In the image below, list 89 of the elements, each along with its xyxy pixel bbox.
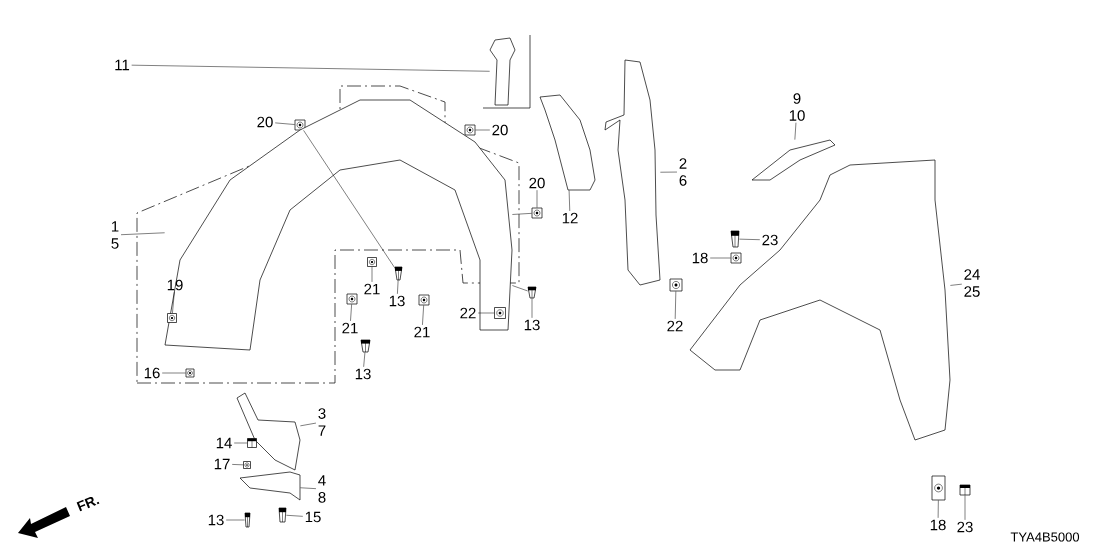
nut-icon	[931, 475, 946, 501]
leader-line	[303, 130, 395, 268]
leader-line	[233, 442, 248, 444]
leader-line	[739, 238, 761, 240]
leader-line	[536, 189, 538, 208]
leader-line	[131, 64, 490, 72]
callout-number: 14	[216, 437, 232, 449]
callout-number: 20	[529, 177, 545, 189]
leader-line	[225, 519, 245, 521]
clip-icon	[464, 124, 476, 136]
leader-line	[422, 305, 424, 326]
seal-drawing	[604, 59, 661, 286]
callout-number: 2 6	[679, 158, 687, 186]
leader-line	[397, 280, 399, 295]
leader-line	[231, 464, 244, 466]
leader-line	[660, 171, 678, 173]
clip-icon	[531, 207, 543, 219]
bolt-icon	[278, 507, 287, 523]
callout-number: 15	[305, 511, 321, 523]
screw-icon	[360, 339, 371, 353]
leader-line	[172, 291, 175, 314]
clip-icon	[243, 461, 251, 469]
bracket-drawing	[489, 37, 516, 106]
leader-line	[512, 213, 532, 215]
leader-line	[964, 495, 966, 521]
callout-number: 17	[214, 458, 230, 470]
callout-number: 22	[460, 307, 476, 319]
nut-icon	[730, 252, 742, 264]
bolt-icon	[730, 230, 740, 248]
callout-number: 23	[957, 521, 973, 533]
clip-icon	[669, 278, 683, 292]
screw-icon	[244, 512, 251, 528]
leader-line	[531, 298, 533, 319]
leader-line	[568, 190, 570, 212]
leader-line	[794, 122, 797, 140]
callout-number: 20	[492, 124, 508, 136]
callout-number: 4 8	[318, 475, 326, 503]
leader-line	[350, 304, 352, 322]
callout-number: 23	[762, 234, 778, 246]
callout-number: 24 25	[964, 269, 980, 297]
clip-icon	[294, 119, 306, 131]
screw-icon	[527, 286, 537, 299]
callout-number: 9 10	[789, 93, 805, 121]
callout-number: 22	[667, 320, 683, 332]
leader-line	[477, 312, 495, 314]
leader-line	[709, 257, 731, 259]
clip-icon	[418, 294, 430, 306]
bracket-drawing	[236, 392, 301, 471]
clip-icon	[367, 257, 377, 267]
callout-number: 19	[167, 279, 183, 291]
leader-line	[286, 515, 304, 517]
callout-number: 12	[562, 212, 578, 224]
leader-line	[120, 232, 165, 235]
direction-label: FR.	[76, 497, 100, 512]
leader-line	[371, 266, 373, 283]
callout-number: 11	[115, 59, 130, 71]
fender-liner-drawing	[164, 99, 513, 351]
callout-number: 13	[389, 295, 405, 307]
leader-line	[512, 285, 528, 292]
bracket-drawing	[239, 471, 301, 501]
leader-line	[300, 422, 317, 427]
leader-line	[674, 291, 677, 320]
callout-number: 16	[144, 367, 160, 379]
callout-number: 13	[524, 319, 540, 331]
callout-number: 18	[692, 252, 708, 264]
callout-number: 18	[930, 519, 946, 531]
bolt-icon	[959, 484, 971, 496]
leader-line	[363, 352, 366, 368]
leader-line	[300, 487, 317, 489]
callout-number: 13	[355, 368, 371, 380]
leader-line	[950, 283, 963, 286]
leader-line	[475, 129, 491, 131]
leader-line	[937, 500, 939, 519]
callout-number: 1 5	[111, 221, 119, 249]
diagram-code: TYA4B5000	[1010, 532, 1080, 542]
callout-number: 21	[342, 322, 358, 334]
callout-number: 3 7	[318, 408, 326, 436]
bracket-drawing	[751, 139, 836, 181]
leader-line	[161, 372, 186, 374]
callout-number: 13	[208, 514, 224, 526]
callout-number: 21	[364, 283, 380, 295]
clip-icon	[346, 293, 358, 305]
callout-number: 20	[257, 116, 273, 128]
screw-icon	[394, 266, 403, 281]
callout-number: 21	[414, 326, 430, 338]
leader-line	[274, 122, 295, 125]
clip-icon	[185, 368, 195, 378]
fender-drawing	[689, 159, 951, 441]
bolt-icon	[247, 438, 257, 448]
